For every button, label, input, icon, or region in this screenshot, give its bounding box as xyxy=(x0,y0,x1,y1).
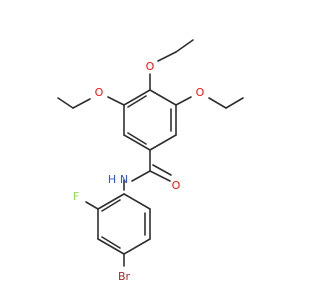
bond-ring1-3 xyxy=(149,134,177,151)
ethoxy-right xyxy=(175,96,244,109)
bond-oright-ch2 xyxy=(208,97,227,109)
molecule-structure: O O O O N H F Br xyxy=(57,39,244,283)
atom-label-oxygen-right: O xyxy=(196,86,205,99)
bond-ring2-f xyxy=(85,201,99,210)
bond-carbonyl-o-2 xyxy=(152,164,172,176)
bond-oleft-ch2 xyxy=(72,98,91,109)
ethoxy-left xyxy=(57,96,125,109)
atom-label-fluorine: F xyxy=(73,190,79,203)
bond-right-ch2-ch3 xyxy=(225,97,244,109)
atom-label-bromine: Br xyxy=(118,270,131,283)
bond-carbonyl-n xyxy=(131,170,151,182)
bond-ring1-1 xyxy=(149,89,177,106)
bond-otop-ch2 xyxy=(157,51,177,62)
bond-ring2-double-c xyxy=(101,199,121,212)
bond-carbonyl-o-1 xyxy=(149,170,171,182)
amide-group xyxy=(123,149,172,191)
bond-ring2-double-b xyxy=(101,236,121,249)
bond-ring2-3 xyxy=(123,238,151,255)
bond-ring1-4 xyxy=(123,134,151,151)
bond-ring2-1 xyxy=(123,193,151,210)
atom-label-oxygen-top: O xyxy=(146,60,155,73)
atom-label-oxygen-carbonyl: O xyxy=(172,179,181,192)
bond-cright-o xyxy=(175,96,192,106)
bond-left-ch2-ch3 xyxy=(57,97,74,109)
bond-top-ch2-ch3 xyxy=(175,39,194,53)
upper-benzene-ring xyxy=(123,89,177,151)
bond-ring1-double-c xyxy=(127,95,147,108)
bond-cleft-o xyxy=(107,96,125,106)
lower-ring-substituents xyxy=(85,201,125,267)
ethoxy-top xyxy=(149,39,194,91)
molecule-canvas: O O O O N H F Br xyxy=(57,39,244,283)
bond-ring2-6 xyxy=(97,193,125,210)
bond-ring2-4 xyxy=(97,238,125,255)
atom-label-oxygen-left: O xyxy=(95,86,104,99)
bond-ring1-double-b xyxy=(127,132,147,145)
atom-label-hydrogen: H xyxy=(108,173,116,186)
bond-ring1-6 xyxy=(123,89,151,106)
atom-label-nitrogen: N xyxy=(120,173,128,186)
lower-benzene-ring xyxy=(97,193,151,255)
